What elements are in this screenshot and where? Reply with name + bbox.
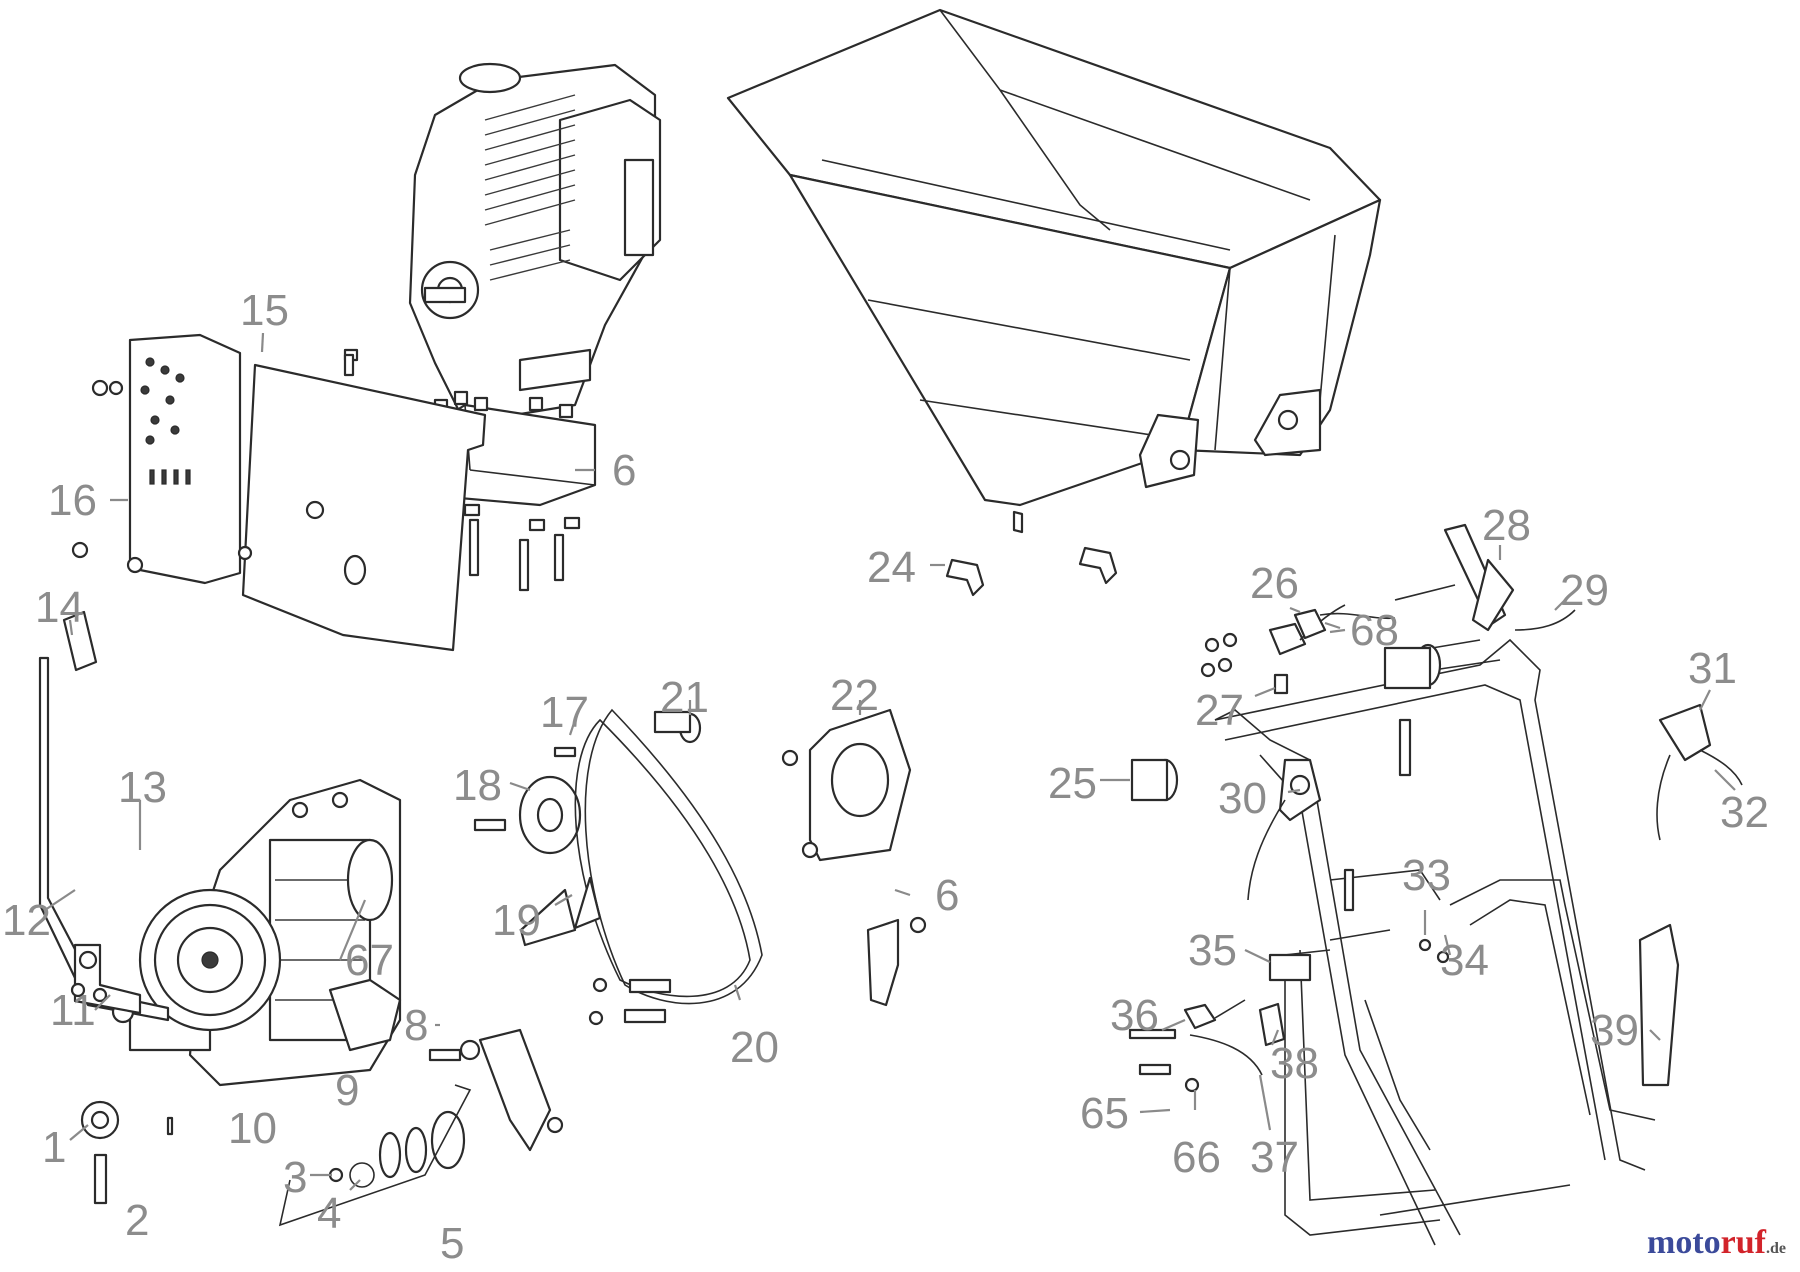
cable-cap — [1258, 1002, 1286, 1047]
watermark-part1: moto — [1647, 1224, 1721, 1261]
callout-10: 10 — [228, 1104, 277, 1153]
belt-fasteners — [588, 977, 672, 1026]
lever-knob — [62, 610, 98, 672]
callout-68: 68 — [1350, 606, 1399, 655]
callout-26: 26 — [1250, 559, 1299, 608]
callout-32: 32 — [1720, 788, 1769, 837]
callout-28: 28 — [1482, 501, 1531, 550]
callout-39: 39 — [1590, 1006, 1639, 1055]
callout-36: 36 — [1110, 991, 1159, 1040]
tension-arm — [519, 876, 602, 947]
callout-37: 37 — [1250, 1133, 1299, 1182]
hopper-clips — [945, 546, 1118, 597]
watermark-logo: motoruf.de — [1647, 1224, 1786, 1262]
callout-12: 12 — [2, 896, 51, 945]
drive-sprocket — [80, 1100, 120, 1140]
drive-pulley — [138, 888, 282, 1032]
bearing-flange-plate — [781, 708, 912, 862]
callout-29: 29 — [1560, 566, 1609, 615]
callout-15: 15 — [240, 286, 289, 335]
callout-1: 1 — [42, 1123, 66, 1172]
callout-17: 17 — [540, 688, 589, 737]
callout-numbers: 1 2 3 4 5 6 6 8 9 10 11 12 13 14 15 16 1… — [2, 286, 1769, 1268]
shaft-key — [553, 746, 577, 758]
switch-knob — [1204, 584, 1456, 653]
throttle-cable-clamp — [1273, 673, 1289, 695]
callout-11: 11 — [50, 986, 96, 1035]
callout-19: 19 — [492, 896, 541, 945]
callout-65: 65 — [1080, 1089, 1129, 1138]
bearing-set — [278, 1084, 472, 1227]
engine — [408, 62, 662, 425]
callout-21: 21 — [660, 673, 709, 722]
bearing-bracket — [428, 1028, 564, 1152]
belt-guard-cover — [241, 353, 487, 652]
cable-switch-assembly — [1128, 999, 1263, 1093]
mount-bracket — [866, 916, 927, 1007]
callout-30: 30 — [1218, 774, 1267, 823]
pulley — [473, 775, 582, 855]
sprocket-bolt — [93, 1153, 108, 1205]
callout-66: 66 — [1172, 1133, 1221, 1182]
callout-6-mount: 6 — [612, 446, 636, 495]
callout-31: 31 — [1688, 644, 1737, 693]
brake-lever — [1443, 523, 1576, 632]
callout-16: 16 — [48, 476, 97, 525]
v-belt — [574, 718, 751, 998]
leader-lines — [44, 332, 1736, 1191]
callout-33: 33 — [1402, 851, 1451, 900]
handle-grip-left — [1130, 758, 1179, 802]
callout-3: 3 — [283, 1153, 307, 1202]
callout-13: 13 — [118, 763, 167, 812]
callout-38: 38 — [1270, 1039, 1319, 1088]
callout-4: 4 — [317, 1189, 341, 1238]
lever-bracket — [70, 943, 142, 1015]
idler-spacer — [653, 710, 702, 744]
callout-5: 5 — [440, 1219, 464, 1268]
callout-25: 25 — [1048, 759, 1097, 808]
pulley-pin — [166, 1116, 174, 1136]
callout-8: 8 — [404, 1001, 428, 1050]
callout-24: 24 — [867, 543, 916, 592]
belt-guard-backplate — [71, 333, 253, 585]
watermark-part2: ruf — [1720, 1224, 1766, 1261]
callout-18: 18 — [453, 761, 502, 810]
callout-9: 9 — [335, 1066, 359, 1115]
callout-67: 67 — [345, 936, 394, 985]
hopper-bucket — [726, 8, 1382, 534]
callout-6-bracket: 6 — [935, 871, 959, 920]
callout-20: 20 — [730, 1023, 779, 1072]
callout-35: 35 — [1188, 926, 1237, 975]
callout-22: 22 — [830, 671, 879, 720]
clutch-lever-right — [1656, 703, 1743, 841]
handle-grip-right — [1383, 643, 1442, 690]
watermark-suffix: .de — [1766, 1240, 1786, 1257]
bracket-35 — [1268, 953, 1312, 982]
callout-2: 2 — [125, 1196, 149, 1245]
small-fasteners — [1343, 868, 1450, 964]
switch-mount — [1200, 604, 1346, 678]
callout-34: 34 — [1440, 936, 1489, 985]
callout-27: 27 — [1195, 686, 1244, 735]
callout-14: 14 — [35, 583, 84, 632]
